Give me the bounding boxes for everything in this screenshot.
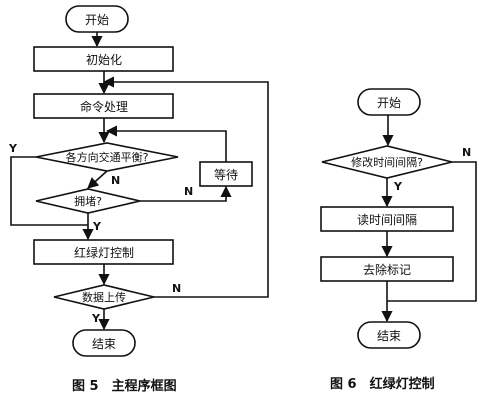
fig6-clear-flag-label: 去除标记	[363, 262, 411, 277]
fig5-command-label: 命令处理	[80, 99, 128, 114]
fig5-balance-yes-label: Y	[8, 142, 18, 155]
fig5-upload-yes-label: Y	[91, 312, 101, 325]
fig5-light-control-box	[33, 239, 174, 265]
fig6-caption: 图 6 红绿灯控制	[330, 376, 435, 392]
fig6-modify-label: 修改时间间隔?	[351, 155, 423, 169]
fig5-balance-diamond	[35, 142, 179, 172]
fig5-start-label: 开始	[85, 13, 109, 27]
fig6-modify-no-label: N	[462, 146, 471, 159]
fig5-init-label: 初始化	[86, 53, 122, 67]
fig6-read-interval-box	[320, 206, 454, 232]
fig6-read-interval-label: 读时间间隔	[357, 213, 417, 227]
fig5-upload-no-label: N	[172, 282, 181, 295]
fig6-start-label: 开始	[377, 96, 401, 110]
fig5-congestion-no-label: N	[184, 185, 193, 198]
fig6-start-terminal	[357, 88, 421, 116]
fig6-end-label: 结束	[377, 329, 401, 343]
fig5-end-label: 结束	[92, 337, 116, 351]
fig5-init-box	[33, 46, 174, 72]
fig5-congestion-label: 拥堵?	[74, 194, 102, 208]
fig5-balance-label: 各方向交通平衡?	[66, 150, 149, 164]
fig5-balance-no-label: N	[111, 174, 120, 187]
fig5-congestion-yes-label: Y	[92, 220, 102, 233]
fig5-upload-label: 数据上传	[82, 290, 126, 304]
fig5-light-control-label: 红绿灯控制	[74, 245, 134, 260]
fig6-modify-yes-label: Y	[393, 180, 403, 193]
fig5-caption: 图 5 主程序框图	[72, 378, 177, 394]
fig5-wait-label: 等待	[214, 168, 238, 182]
